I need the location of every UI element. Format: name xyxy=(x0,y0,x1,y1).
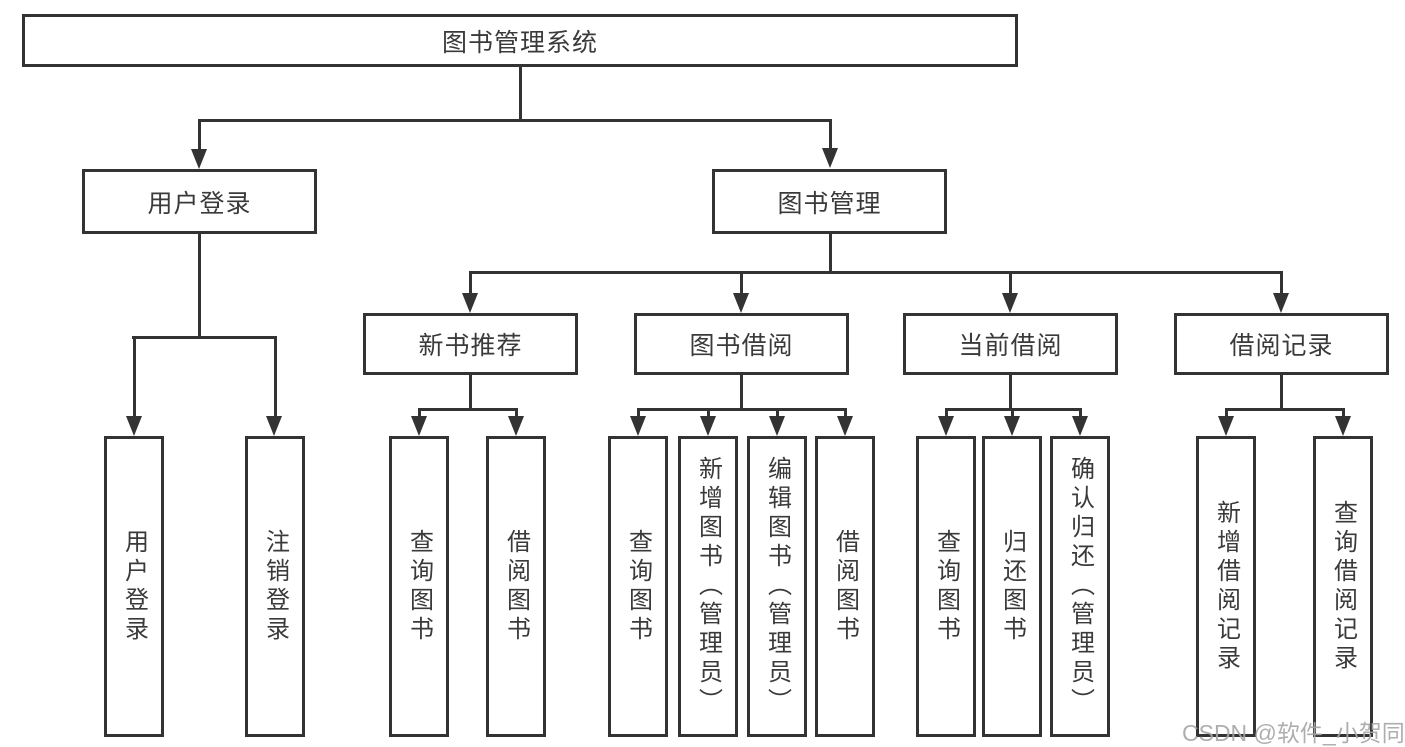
connector-rail xyxy=(1225,408,1345,411)
connector-stem xyxy=(519,67,522,119)
connector-drop xyxy=(274,336,277,416)
connector-drop xyxy=(1342,408,1345,416)
connector-drop xyxy=(740,271,743,293)
watermark: CSDN @软件_小贺同学 xyxy=(1182,720,1405,746)
arrow-down-icon xyxy=(508,416,524,436)
connector-drop xyxy=(198,119,201,149)
connector-stem xyxy=(740,375,743,408)
arrow-down-icon xyxy=(938,416,954,436)
connector-rail xyxy=(418,408,518,411)
node-current-borrowing: 当前借阅 xyxy=(903,313,1118,375)
arrow-down-icon xyxy=(630,416,646,436)
node-user-login: 用户登录 xyxy=(82,169,317,234)
leaf-query-books: 查询图书 xyxy=(389,436,449,737)
node-library-management-system: 图书管理系统 xyxy=(22,14,1018,67)
connector-rail xyxy=(637,408,847,411)
leaf-label: 新增图书（管理员） xyxy=(694,456,722,717)
arrow-down-icon xyxy=(1002,293,1018,313)
leaf-query-books: 查询图书 xyxy=(608,436,668,737)
leaf-label: 用户登录 xyxy=(120,528,148,645)
arrow-down-icon xyxy=(411,416,427,436)
leaf-query-books: 查询图书 xyxy=(916,436,976,737)
node-label: 图书借阅 xyxy=(689,332,794,360)
node-label: 新书推荐 xyxy=(418,332,523,360)
connector-stem xyxy=(198,234,201,336)
connector-drop xyxy=(637,408,640,416)
leaf-logout: 注销登录 xyxy=(245,436,305,737)
connector-drop xyxy=(133,336,136,416)
leaf-label: 借阅图书 xyxy=(502,528,530,645)
node-label: 当前借阅 xyxy=(958,332,1063,360)
node-label: 图书管理 xyxy=(777,189,882,218)
leaf-label: 查询借阅记录 xyxy=(1329,499,1357,674)
node-label: 图书管理系统 xyxy=(441,28,598,57)
leaf-borrow-books: 借阅图书 xyxy=(815,436,875,737)
leaf-label: 编辑图书（管理员） xyxy=(763,456,791,717)
arrow-down-icon xyxy=(1072,416,1088,436)
node-label: 借阅记录 xyxy=(1229,332,1334,360)
connector-rail xyxy=(132,336,277,339)
arrow-down-icon xyxy=(1273,293,1289,313)
connector-drop xyxy=(469,271,472,293)
leaf-label: 借阅图书 xyxy=(831,528,859,645)
connector-stem xyxy=(469,375,472,408)
connector-rail xyxy=(469,271,1283,274)
leaf-borrow-books: 借阅图书 xyxy=(486,436,546,737)
leaf-user-login: 用户登录 xyxy=(104,436,164,737)
node-new-book-recommend: 新书推荐 xyxy=(363,313,578,375)
connector-drop xyxy=(776,408,779,416)
connector-drop xyxy=(1225,408,1228,416)
connector-rail xyxy=(198,119,832,122)
arrow-down-icon xyxy=(1004,416,1020,436)
connector-stem xyxy=(1009,375,1012,408)
connector-drop xyxy=(1011,408,1014,416)
leaf-edit-book-admin: 编辑图书（管理员） xyxy=(747,436,807,737)
node-book-management: 图书管理 xyxy=(712,169,947,234)
leaf-label: 归还图书 xyxy=(998,528,1026,645)
connector-drop xyxy=(945,408,948,416)
leaf-label: 查询图书 xyxy=(624,528,652,645)
arrow-down-icon xyxy=(191,149,207,169)
connector-drop xyxy=(1079,408,1082,416)
leaf-add-book-admin: 新增图书（管理员） xyxy=(678,436,738,737)
leaf-query-borrow-record: 查询借阅记录 xyxy=(1313,436,1373,737)
connector-drop xyxy=(1009,271,1012,293)
leaf-label: 查询图书 xyxy=(405,528,433,645)
arrow-down-icon xyxy=(126,416,142,436)
arrow-down-icon xyxy=(462,293,478,313)
node-borrowing-records: 借阅记录 xyxy=(1174,313,1389,375)
connector-stem xyxy=(829,234,832,271)
arrow-down-icon xyxy=(1218,416,1234,436)
leaf-confirm-return-admin: 确认归还（管理员） xyxy=(1050,436,1110,737)
connector-drop xyxy=(844,408,847,416)
arrow-down-icon xyxy=(733,293,749,313)
connector-stem xyxy=(1280,375,1283,408)
connector-drop xyxy=(829,119,832,148)
arrow-down-icon xyxy=(769,416,785,436)
node-label: 用户登录 xyxy=(147,189,252,218)
connector-drop xyxy=(1280,271,1283,293)
arrow-down-icon xyxy=(700,416,716,436)
connector-drop xyxy=(515,408,518,416)
connector-drop xyxy=(707,408,710,416)
arrow-down-icon xyxy=(837,416,853,436)
leaf-label: 确认归还（管理员） xyxy=(1066,456,1094,717)
arrow-down-icon xyxy=(1335,416,1351,436)
leaf-label: 新增借阅记录 xyxy=(1212,499,1240,674)
leaf-label: 注销登录 xyxy=(261,528,289,645)
arrow-down-icon xyxy=(266,416,282,436)
leaf-add-borrow-record: 新增借阅记录 xyxy=(1196,436,1256,737)
leaf-label: 查询图书 xyxy=(932,528,960,645)
connector-drop xyxy=(418,408,421,416)
leaf-return-books: 归还图书 xyxy=(982,436,1042,737)
node-book-borrowing: 图书借阅 xyxy=(634,313,849,375)
arrow-down-icon xyxy=(822,148,838,168)
